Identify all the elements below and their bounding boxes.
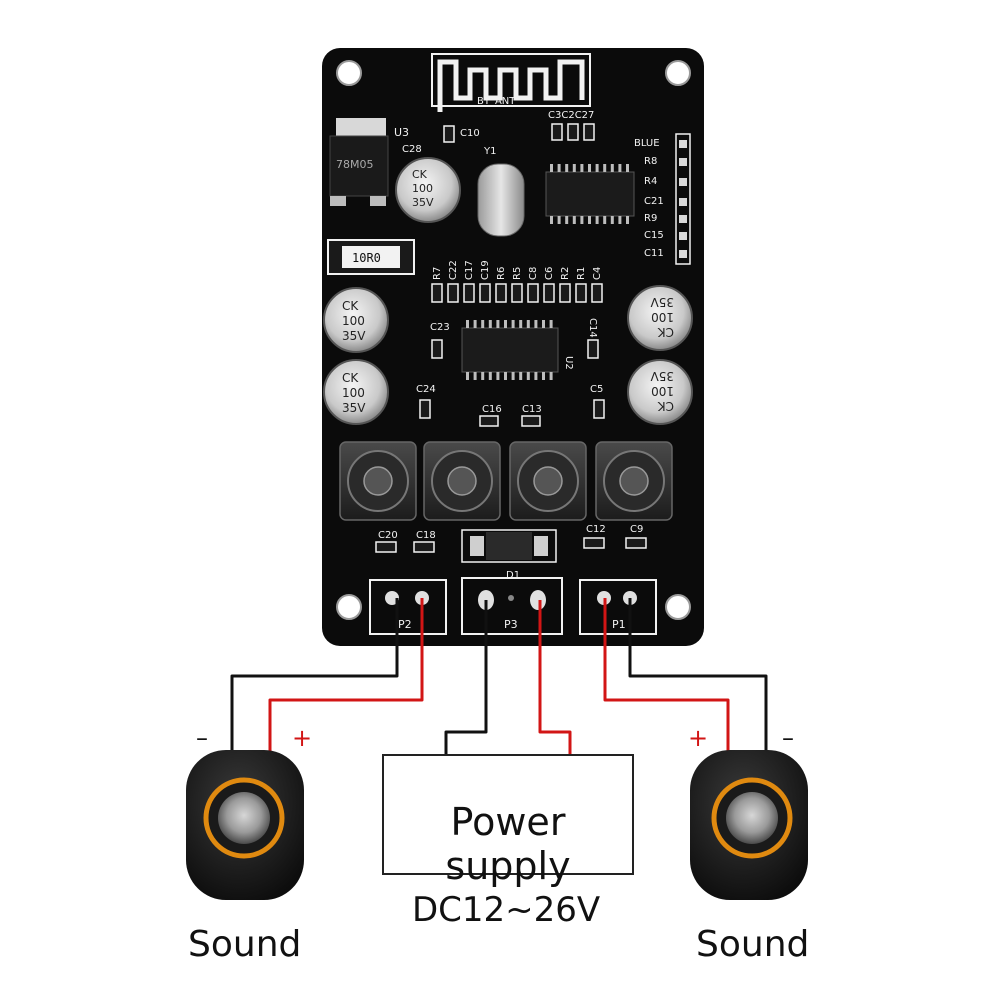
svg-text:R9: R9	[644, 213, 657, 224]
svg-text:100: 100	[412, 182, 433, 195]
right-speaker	[690, 750, 808, 900]
capacitor-left-upper: CK 100 35V	[323, 287, 389, 353]
diode-d1: D1	[461, 529, 557, 581]
svg-text:D1: D1	[506, 570, 520, 581]
amplifier-chip: U2	[461, 320, 574, 380]
smd-caps-amp: C23 C14 C24 C5 C16 C13	[416, 318, 605, 427]
svg-text:C21: C21	[644, 196, 664, 207]
power-supply-voltage: DC12~26V	[412, 890, 601, 930]
svg-text:U2: U2	[563, 356, 574, 370]
status-led-column: BLUE R8 R4 C21 R9 C15 C11	[634, 133, 691, 265]
capacitor-left-lower: CK 100 35V	[323, 359, 389, 425]
svg-text:P2: P2	[398, 618, 412, 631]
svg-text:CK: CK	[342, 371, 359, 385]
svg-text:C23: C23	[430, 322, 450, 333]
wire-left-positive	[268, 598, 424, 752]
capacitor-right-upper: CK 100 35V	[627, 285, 693, 351]
port-p1: P1	[579, 579, 657, 635]
right-plus-label: +	[688, 724, 709, 752]
svg-text:100: 100	[651, 310, 674, 324]
svg-text:100: 100	[342, 314, 365, 328]
crystal-y1: Y1	[477, 146, 525, 237]
antenna-label: BT_ANT	[477, 96, 516, 107]
svg-text:C11: C11	[644, 248, 664, 259]
right-speaker-label: Sound	[696, 924, 810, 965]
svg-text:C8: C8	[528, 267, 539, 280]
svg-text:35V: 35V	[342, 329, 366, 343]
svg-text:C13: C13	[522, 404, 542, 415]
svg-text:C20: C20	[378, 530, 398, 541]
wires	[230, 598, 768, 754]
inductors	[339, 441, 673, 521]
wire-right-negative	[628, 598, 768, 752]
svg-text:R5: R5	[512, 267, 523, 280]
svg-text:CK: CK	[342, 299, 359, 313]
svg-text:R2: R2	[560, 267, 571, 280]
port-p3: P3	[461, 577, 563, 635]
svg-text:P1: P1	[612, 618, 626, 631]
mounting-holes	[336, 60, 691, 620]
resistor-marking: 10R0	[352, 251, 381, 265]
regulator-label: U3	[394, 126, 409, 139]
bluetooth-antenna: BT_ANT	[431, 53, 591, 112]
wire-left-negative	[230, 598, 399, 752]
left-minus-label: –	[196, 724, 208, 752]
svg-text:R4: R4	[644, 176, 657, 187]
svg-text:C15: C15	[644, 230, 664, 241]
wire-right-positive	[603, 598, 730, 752]
svg-text:C16: C16	[482, 404, 502, 415]
svg-text:R6: R6	[496, 267, 507, 280]
right-minus-label: –	[782, 724, 794, 752]
svg-text:C5: C5	[590, 384, 603, 395]
power-resistor: 10R0	[327, 239, 415, 275]
svg-text:CK: CK	[412, 168, 428, 181]
power-supply-box: Power supply	[382, 754, 634, 888]
svg-text:C6: C6	[544, 267, 555, 280]
smd-c10: C10	[443, 125, 480, 143]
svg-text:CK: CK	[657, 325, 674, 339]
left-plus-label: +	[292, 724, 313, 752]
svg-text:35V: 35V	[342, 401, 366, 415]
capacitor-c28: C28 CK 100 35V	[395, 144, 461, 223]
smd-c3c2c27: C3C2C27	[548, 110, 595, 141]
svg-text:C19: C19	[480, 260, 491, 280]
bluetooth-chip	[545, 164, 635, 224]
wire-power-negative	[444, 600, 488, 754]
svg-text:C18: C18	[416, 530, 436, 541]
svg-text:35V: 35V	[650, 295, 674, 309]
svg-text:C24: C24	[416, 384, 436, 395]
svg-text:100: 100	[651, 384, 674, 398]
svg-text:C4: C4	[592, 267, 603, 280]
left-speaker-label: Sound	[188, 924, 302, 965]
svg-text:C28: C28	[402, 144, 422, 155]
svg-text:35V: 35V	[412, 196, 434, 209]
svg-text:CK: CK	[657, 399, 674, 413]
svg-text:Y1: Y1	[483, 146, 496, 157]
svg-text:C12: C12	[586, 524, 606, 535]
svg-text:C17: C17	[464, 260, 475, 280]
svg-text:C14: C14	[587, 318, 598, 338]
amplifier-board: BT_ANT 78M05 U3 10R0 C28 CK 100 35V	[322, 48, 704, 646]
wire-power-positive	[538, 600, 572, 754]
svg-text:R7: R7	[432, 267, 443, 280]
svg-text:C22: C22	[448, 260, 459, 280]
svg-text:C3C2C27: C3C2C27	[548, 110, 594, 121]
svg-text:BLUE: BLUE	[634, 138, 660, 149]
smd-caps-lower: C20 C18 C12 C9	[375, 524, 647, 553]
svg-text:C9: C9	[630, 524, 643, 535]
svg-text:R1: R1	[576, 267, 587, 280]
svg-text:P3: P3	[504, 618, 518, 631]
power-supply-label: Power supply	[445, 800, 571, 888]
svg-text:35V: 35V	[650, 369, 674, 383]
svg-text:100: 100	[342, 386, 365, 400]
left-speaker	[186, 750, 304, 900]
smd-row: R7 C22 C17 C19 R6 R5 C8 C6 R2 R1 C4	[431, 260, 603, 303]
voltage-regulator: 78M05 U3	[329, 118, 409, 206]
regulator-marking: 78M05	[336, 158, 374, 171]
capacitor-right-lower: CK 100 35V	[627, 359, 693, 425]
svg-text:R8: R8	[644, 156, 657, 167]
svg-text:C10: C10	[460, 128, 480, 139]
